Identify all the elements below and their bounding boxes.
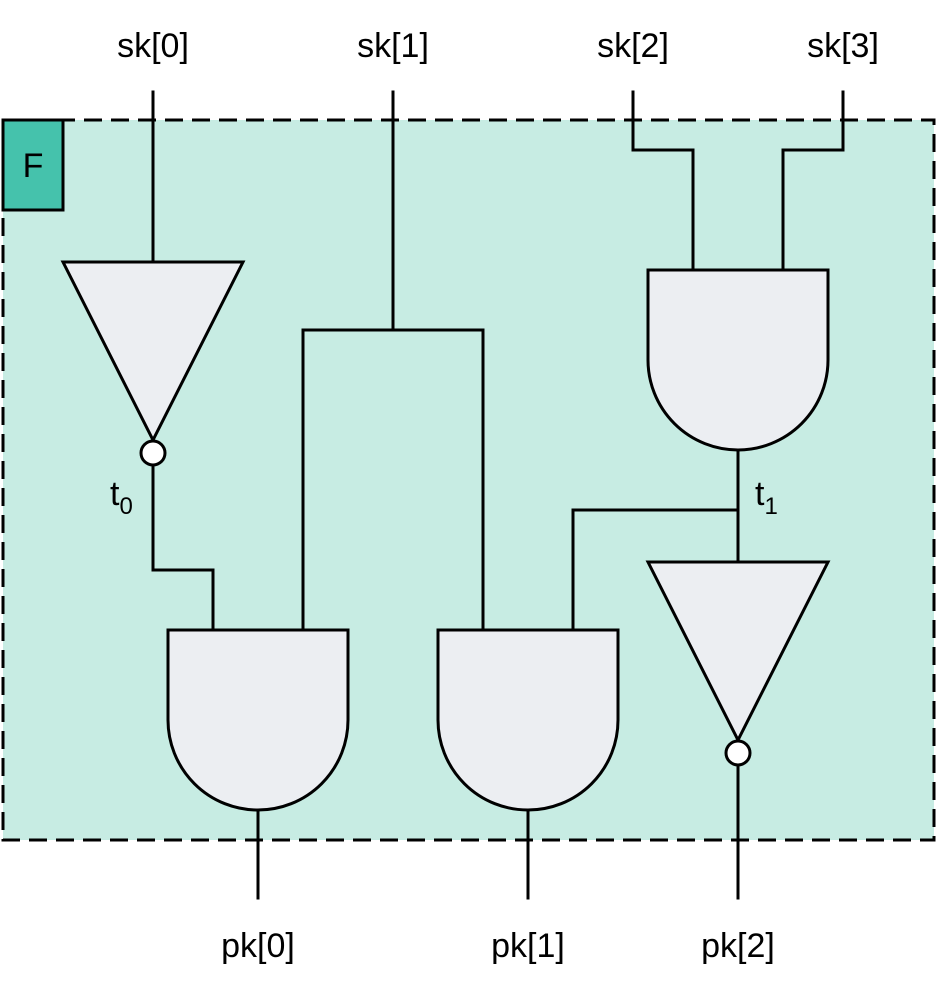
output-label-pk1: pk[1]: [491, 927, 565, 965]
block-tag: [1, 118, 65, 212]
input-label-sk3: sk[3]: [807, 27, 879, 65]
label-t1: t1: [755, 475, 778, 520]
input-label-sk2: sk[2]: [597, 27, 669, 65]
not-gate-bubble: [724, 739, 752, 767]
wire-sk1-split: [301, 328, 485, 632]
wires: [151, 90, 845, 900]
not-gate-t1: [645, 560, 831, 767]
block-label: F: [23, 147, 44, 185]
label-t1-sub: 1: [764, 493, 777, 520]
input-label-sk0: sk[0]: [117, 27, 189, 65]
output-label-pk0: pk[0]: [221, 927, 295, 965]
and-gate-pk1: [436, 628, 620, 812]
not-gate-sk0: [60, 260, 246, 467]
label-t0-sub: 0: [119, 493, 132, 520]
wire-sk3: [781, 90, 845, 272]
and-gate-sk2-sk3: [646, 268, 830, 452]
not-gate-body: [60, 260, 246, 444]
wire-t0: [151, 464, 215, 632]
label-t0-base: t: [110, 475, 120, 513]
output-label-pk2: pk[2]: [701, 927, 775, 965]
input-label-sk1: sk[1]: [357, 27, 429, 65]
and-gate-pk0: [166, 628, 350, 812]
not-gate-bubble: [139, 439, 167, 467]
label-t1-base: t: [755, 475, 765, 513]
wire-sk2: [631, 90, 695, 272]
not-gate-body: [645, 560, 831, 744]
wire-t1-branch: [571, 508, 740, 632]
label-t0: t0: [110, 475, 133, 520]
